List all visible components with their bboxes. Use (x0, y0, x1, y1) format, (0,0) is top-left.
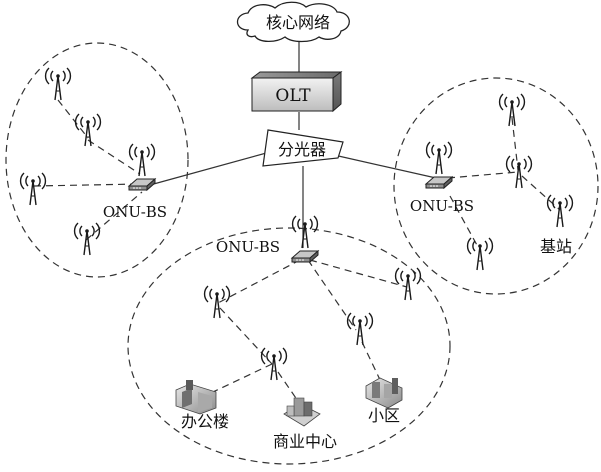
wlink-left-2 (87, 139, 141, 175)
coverage-area-left (5, 42, 189, 278)
wlink-right-4 (449, 195, 479, 248)
tower-center-1 (203, 285, 231, 319)
onu-bs-right (425, 141, 453, 189)
tower-center-2 (394, 267, 422, 301)
splitter-label: 分光器 (278, 140, 326, 159)
coverage-area-center (127, 227, 451, 465)
core-network-cloud: 核心网络 (236, 1, 350, 43)
wlink-center-6 (277, 371, 301, 405)
base-station-towers (19, 67, 574, 381)
olt-label: OLT (275, 86, 311, 106)
onu-center-label: ONU-BS (216, 238, 280, 256)
wlink-center-1 (217, 259, 301, 304)
building-residential (365, 377, 403, 409)
wlink-center-5 (195, 363, 273, 401)
tower-left-2 (74, 113, 102, 147)
wlink-left-3 (33, 183, 141, 187)
olt-device: OLT (250, 71, 343, 113)
onu-bs-left (128, 143, 156, 191)
wlink-center-3 (307, 259, 357, 331)
tower-left-3 (19, 172, 47, 206)
link-splitter-onu-right (333, 154, 437, 179)
wlink-center-2 (309, 259, 408, 288)
commercial-label: 商业中心 (273, 432, 337, 451)
onu-right-label: ONU-BS (410, 197, 474, 215)
base-station-label: 基站 (540, 237, 572, 256)
tower-right-4 (466, 237, 494, 271)
tower-right-3 (546, 194, 574, 228)
wlink-left-1 (57, 99, 89, 139)
splitter-device: 分光器 (262, 129, 344, 167)
wlink-right-3 (521, 175, 561, 211)
link-splitter-onu-left (149, 151, 271, 186)
residential-label: 小区 (368, 406, 400, 425)
coverage-area-right (393, 77, 599, 295)
office-label: 办公楼 (181, 412, 229, 431)
building-office (175, 380, 217, 415)
tower-right-2 (505, 155, 533, 189)
building-commercial (283, 397, 321, 427)
tower-left-1 (44, 67, 72, 101)
wlink-center-4 (219, 307, 273, 365)
wlink-right-2 (447, 171, 519, 179)
tower-center-4 (260, 347, 288, 381)
tower-center-3 (346, 312, 374, 346)
fiber-links (149, 40, 437, 248)
onu-left-label: ONU-BS (103, 203, 167, 221)
wlink-center-7 (361, 341, 383, 385)
wireless-links (33, 99, 561, 405)
wlink-right-1 (511, 117, 519, 171)
wlink-left-4 (85, 191, 143, 241)
onu-bs-center (291, 215, 319, 263)
core-network-label: 核心网络 (266, 13, 330, 32)
